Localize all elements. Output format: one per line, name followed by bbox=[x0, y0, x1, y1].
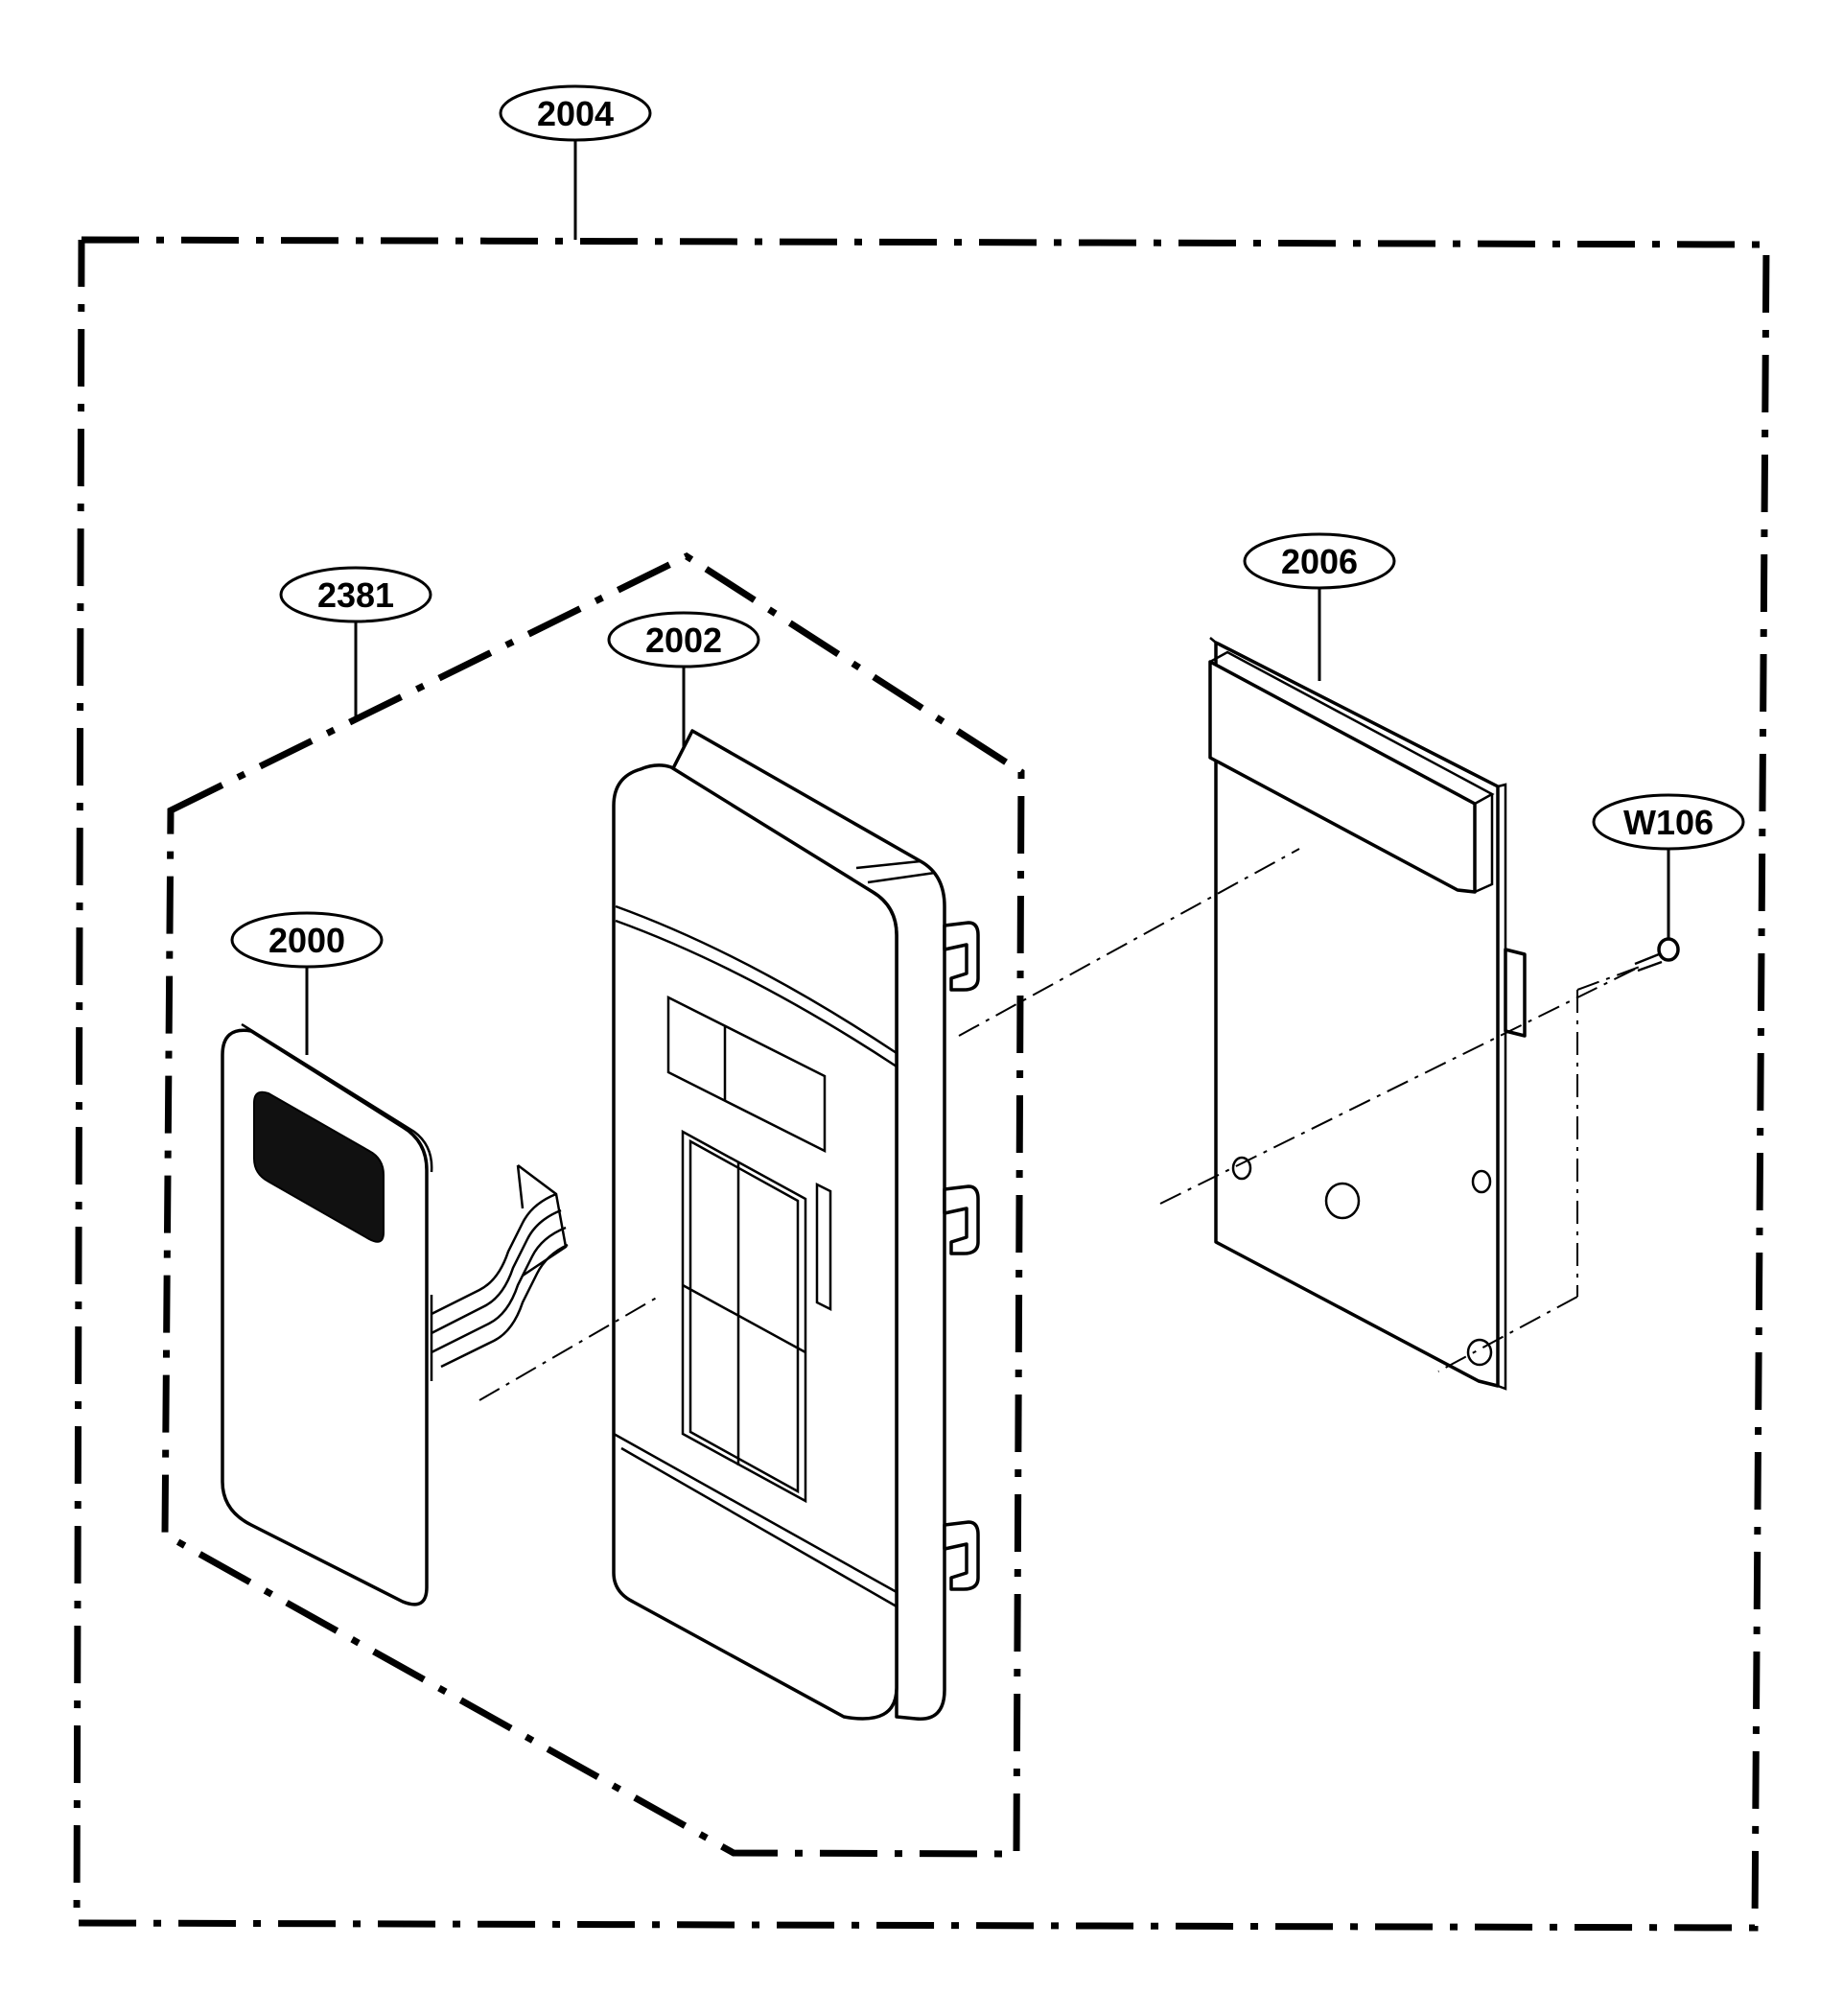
svg-text:2000: 2000 bbox=[268, 921, 345, 960]
callout-2006: 2006 bbox=[1243, 532, 1396, 590]
pcb-center-hole bbox=[1324, 1182, 1361, 1220]
svg-text:W106: W106 bbox=[1623, 803, 1714, 842]
part-2002-control-panel bbox=[612, 729, 980, 1721]
part-2000-keypad bbox=[221, 1022, 569, 1606]
pcb-mount-hole bbox=[1471, 1169, 1492, 1194]
assembly-boundary-2381 bbox=[161, 551, 1025, 1858]
callout-2004: 2004 bbox=[499, 84, 652, 142]
keypad-flex-cable bbox=[430, 1164, 569, 1381]
pcb-mount-hole bbox=[1466, 1338, 1493, 1367]
svg-text:2381: 2381 bbox=[317, 575, 394, 615]
keypad-display-window bbox=[253, 1090, 385, 1243]
svg-text:2004: 2004 bbox=[537, 94, 614, 133]
callout-W106: W106 bbox=[1592, 793, 1745, 851]
assembly-guide-lines bbox=[478, 848, 1641, 1401]
part-2006-pcb bbox=[1208, 637, 1527, 1391]
svg-text:2002: 2002 bbox=[645, 621, 722, 660]
assembly-boundary-2004 bbox=[73, 236, 1770, 1932]
svg-text:2006: 2006 bbox=[1281, 542, 1358, 581]
pcb-mount-hole bbox=[1231, 1156, 1252, 1181]
callout-2381: 2381 bbox=[279, 566, 432, 623]
part-W106-screw bbox=[1634, 937, 1680, 973]
callout-2000: 2000 bbox=[230, 911, 384, 969]
callout-2002: 2002 bbox=[607, 611, 760, 668]
